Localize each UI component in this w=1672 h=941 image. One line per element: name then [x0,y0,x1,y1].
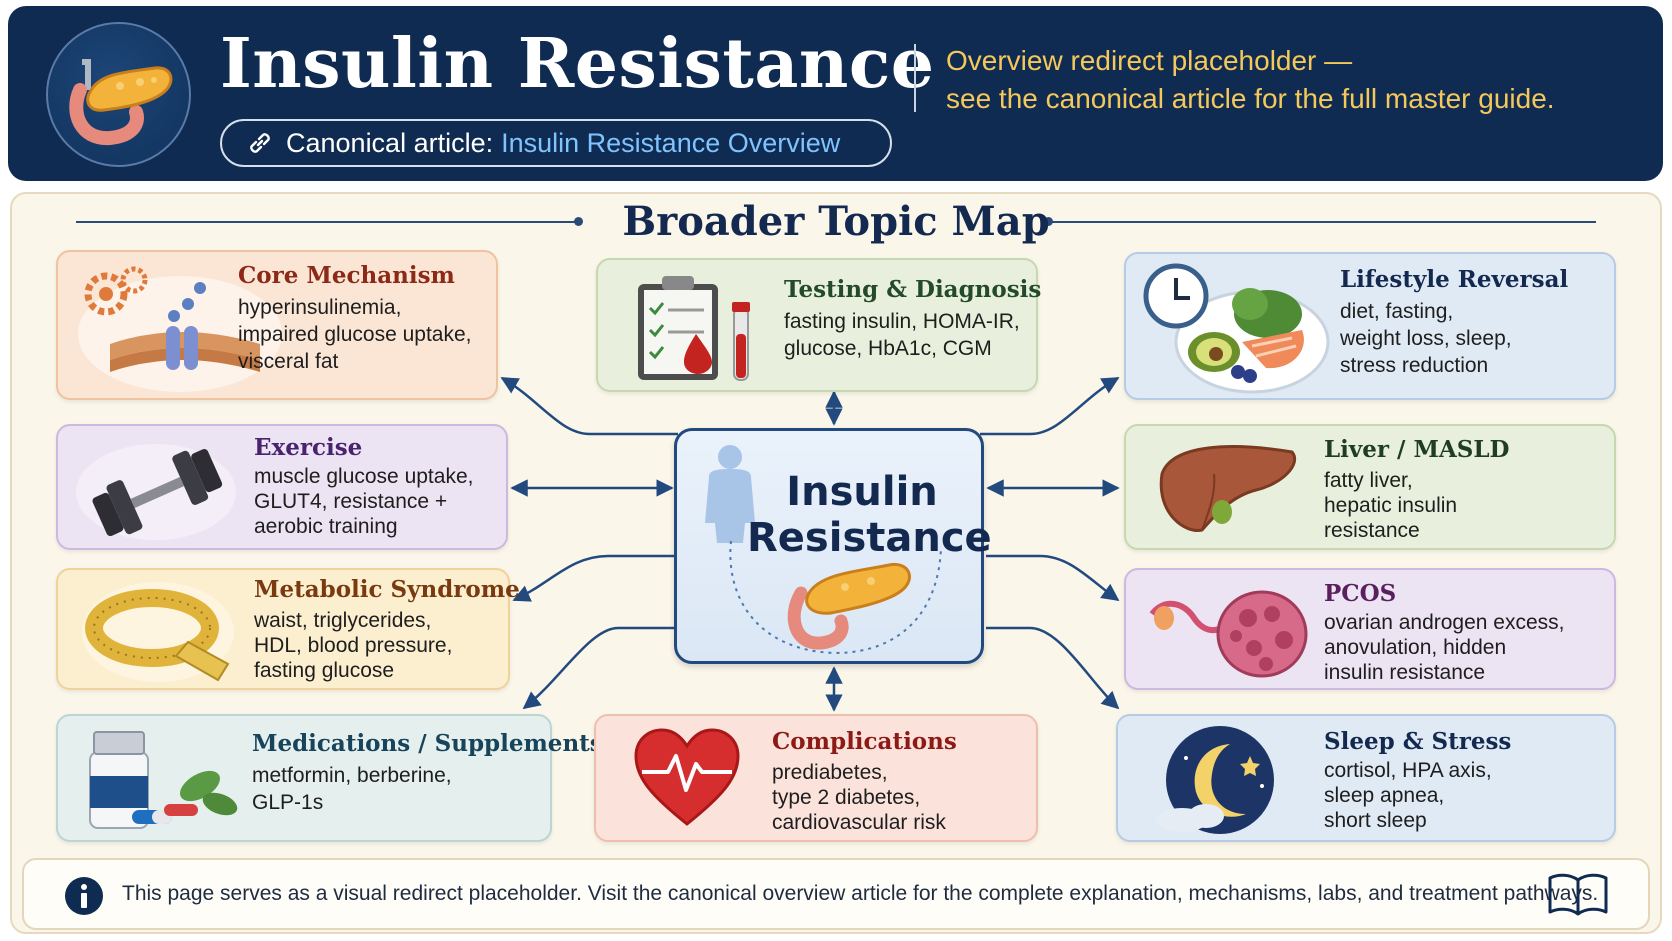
topic-liver-masld[interactable]: Liver / MASLD fatty liver, hepatic insul… [1124,424,1616,550]
center-title: Insulin Resistance [747,469,992,561]
topic-map-title: Broader Topic Map [622,198,1050,245]
canonical-article-link[interactable]: Canonical article: Insulin Resistance Ov… [220,119,892,167]
ovary-icon [1149,590,1308,678]
topic-testing-body: fasting insulin, HOMA-IR, glucose, HbA1c… [784,310,1020,360]
measuring-tape-icon [82,582,234,682]
dumbbell-icon [76,444,236,540]
header-banner: Insulin Resistance Canonical article: In… [8,6,1663,181]
canonical-label: Canonical article: [286,127,494,158]
footer-info-bar: This page serves as a visual redirect pl… [22,858,1650,930]
pill-bottle-icon [89,731,238,829]
title-rule-dot-left [574,217,583,226]
book-icon [1548,873,1608,916]
topic-medications-supplements[interactable]: Medications / Supplements metformin, ber… [56,714,603,842]
link-icon [246,129,274,157]
human-silhouette-icon [705,445,755,543]
clock-food-plate-icon [1143,263,1330,394]
header-note-line-2: see the canonical article for the full m… [946,83,1555,114]
topic-liver-title: Liver / MASLD [1324,436,1510,463]
topic-metabolic-body: waist, triglycerides, HDL, blood pressur… [254,609,453,682]
info-icon [65,877,103,915]
topic-exercise-title: Exercise [254,434,363,461]
topic-pcos[interactable]: PCOS ovarian androgen excess, anovulatio… [1124,568,1616,690]
center-insulin-resistance[interactable]: Insulin Resistance [674,428,992,664]
topic-lifestyle-body: diet, fasting, weight loss, sleep, stres… [1340,300,1512,377]
topic-core-body: hyperinsulinemia, impaired glucose uptak… [238,296,472,373]
header-note-line-1: Overview redirect placeholder — [946,45,1353,76]
topic-lifestyle-reversal[interactable]: Lifestyle Reversal diet, fasting, weight… [1124,252,1616,400]
topic-sleep-body: cortisol, HPA axis, sleep apnea, short s… [1324,759,1492,832]
topic-exercise-body: muscle glucose uptake, GLUT4, resistance… [254,465,474,538]
topic-pcos-title: PCOS [1324,580,1397,607]
footer-text: This page serves as a visual redirect pl… [122,882,1599,905]
topic-complications-body: prediabetes, type 2 diabetes, cardiovasc… [772,761,946,834]
topic-complications-title: Complications [772,728,957,755]
liver-icon [1159,445,1296,532]
title-rule-left [76,221,578,223]
moon-night-icon [1156,726,1274,834]
topic-metabolic-syndrome[interactable]: Metabolic Syndrome waist, triglycerides,… [56,568,520,690]
clipboard-blood-icon [638,276,750,381]
header-note: Overview redirect placeholder — see the … [946,42,1646,118]
title-rule-dot-right [1044,217,1053,226]
pancreas-logo [46,22,191,167]
topic-pcos-body: ovarian androgen excess, anovulation, hi… [1324,611,1565,684]
canonical-link-text[interactable]: Insulin Resistance Overview [501,127,841,158]
topic-sleep-stress[interactable]: Sleep & Stress cortisol, HPA axis, sleep… [1116,714,1616,842]
topic-metabolic-title: Metabolic Syndrome [254,576,520,603]
topic-testing-title: Testing & Diagnosis [784,276,1042,303]
topic-lifestyle-title: Lifestyle Reversal [1340,266,1569,293]
topic-core-title: Core Mechanism [238,262,455,289]
header-divider [914,44,916,112]
topic-liver-body: fatty liver, hepatic insulin resistance [1324,469,1458,542]
title-rule-right [1050,221,1596,223]
heart-ecg-icon [634,728,740,826]
topic-complications[interactable]: Complications prediabetes, type 2 diabet… [594,714,1038,842]
center-pancreas-icon [729,540,942,655]
cell-membrane-icon [78,266,282,392]
topic-core-mechanism[interactable]: Core Mechanism hyperinsulinemia, impaire… [56,250,498,400]
topic-exercise[interactable]: Exercise muscle glucose uptake, GLUT4, r… [56,424,508,550]
page-title: Insulin Resistance [220,24,935,104]
topic-meds-title: Medications / Supplements [252,730,603,757]
topic-sleep-title: Sleep & Stress [1324,728,1512,755]
topic-testing-diagnosis[interactable]: Testing & Diagnosis fasting insulin, HOM… [596,258,1042,392]
pancreas-icon [69,59,173,146]
topic-meds-body: metformin, berberine, GLP-1s [252,764,452,814]
